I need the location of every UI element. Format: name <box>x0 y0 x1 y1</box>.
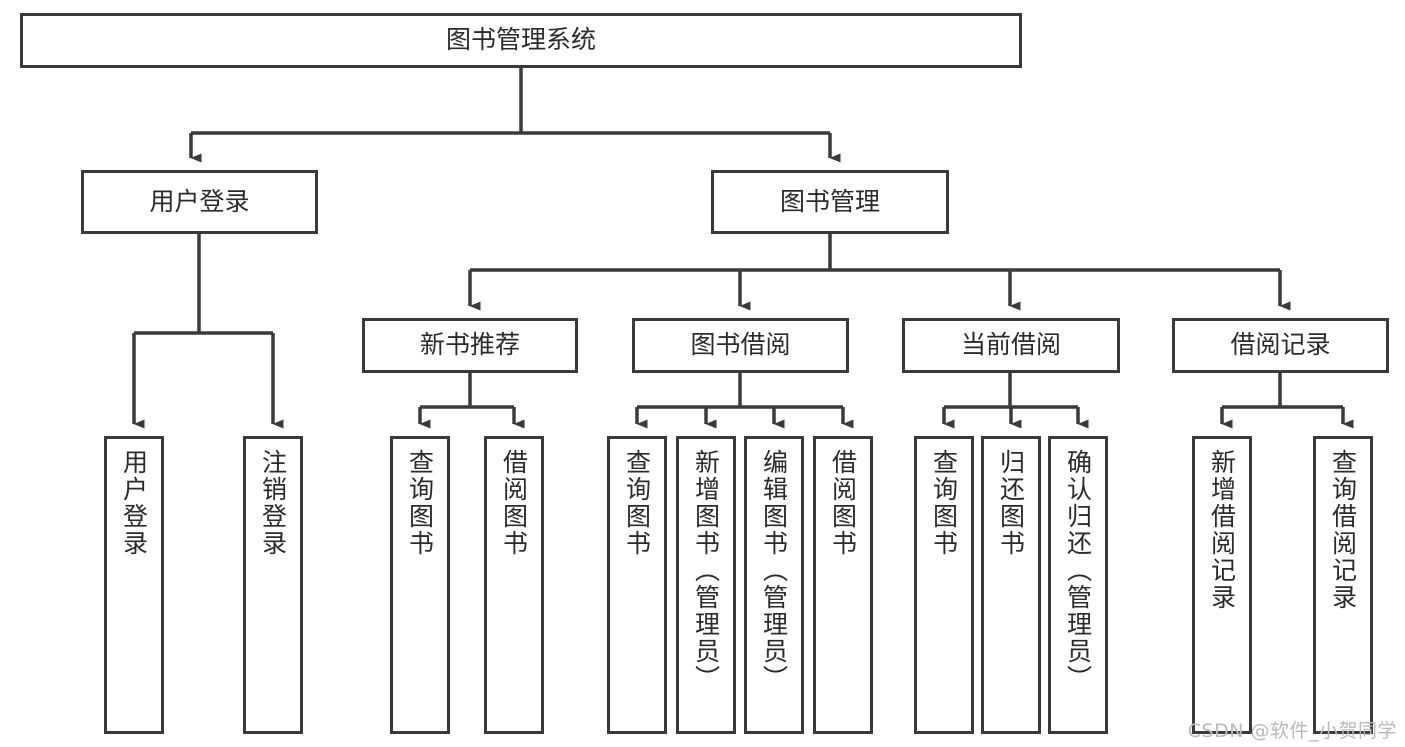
node-label: 图书借阅 <box>690 330 791 360</box>
node-label: 编辑图书（管理员） <box>759 449 789 692</box>
node-label: 查询借阅记录 <box>1328 449 1358 611</box>
node-label: 新增图书（管理员） <box>691 449 721 692</box>
node-label: 借阅图书 <box>828 449 858 557</box>
node-label: 图书管理 <box>779 186 880 216</box>
leaf-node-user-login[interactable]: 用户登录 <box>104 436 164 734</box>
node-label: 用户登录 <box>119 449 149 557</box>
leaf-node-add-borrow-record[interactable]: 新增借阅记录 <box>1192 436 1252 734</box>
node-borrow-record[interactable]: 借阅记录 <box>1172 318 1389 373</box>
leaf-node-edit-book[interactable]: 编辑图书（管理员） <box>744 436 804 734</box>
node-label: 借阅记录 <box>1230 330 1331 360</box>
node-label: 新增借阅记录 <box>1207 449 1237 611</box>
node-book-management[interactable]: 图书管理 <box>711 170 949 234</box>
node-label: 注销登录 <box>258 449 288 557</box>
node-root-book-management-system[interactable]: 图书管理系统 <box>20 13 1022 68</box>
node-new-book-recommend[interactable]: 新书推荐 <box>362 318 578 373</box>
leaf-node-query-book-current[interactable]: 查询图书 <box>914 436 974 734</box>
node-book-borrow[interactable]: 图书借阅 <box>632 318 849 373</box>
node-label: 查询图书 <box>405 449 435 557</box>
leaf-node-query-book-recommend[interactable]: 查询图书 <box>390 436 450 734</box>
node-label: 借阅图书 <box>499 449 529 557</box>
leaf-node-confirm-return[interactable]: 确认归还（管理员） <box>1048 436 1108 734</box>
leaf-node-add-book[interactable]: 新增图书（管理员） <box>676 436 736 734</box>
node-current-borrow[interactable]: 当前借阅 <box>902 318 1120 373</box>
node-label: 查询图书 <box>622 449 652 557</box>
node-label: 确认归还（管理员） <box>1063 449 1093 692</box>
leaf-node-borrow-book[interactable]: 借阅图书 <box>813 436 873 734</box>
leaf-node-query-borrow-record[interactable]: 查询借阅记录 <box>1313 436 1373 734</box>
node-label: 归还图书 <box>996 449 1026 557</box>
leaf-node-query-book-borrow[interactable]: 查询图书 <box>607 436 667 734</box>
node-label: 用户登录 <box>149 186 250 216</box>
node-label: 查询图书 <box>929 449 959 557</box>
node-label: 图书管理系统 <box>445 25 596 55</box>
node-user-login[interactable]: 用户登录 <box>81 170 318 234</box>
leaf-node-return-book[interactable]: 归还图书 <box>981 436 1041 734</box>
leaf-node-logout-login[interactable]: 注销登录 <box>243 436 303 734</box>
node-label: 新书推荐 <box>419 330 520 360</box>
csdn-watermark: CSDN @软件_小贺同学 <box>1187 720 1397 742</box>
node-label: 当前借阅 <box>960 330 1061 360</box>
leaf-node-borrow-book-recommend[interactable]: 借阅图书 <box>484 436 544 734</box>
